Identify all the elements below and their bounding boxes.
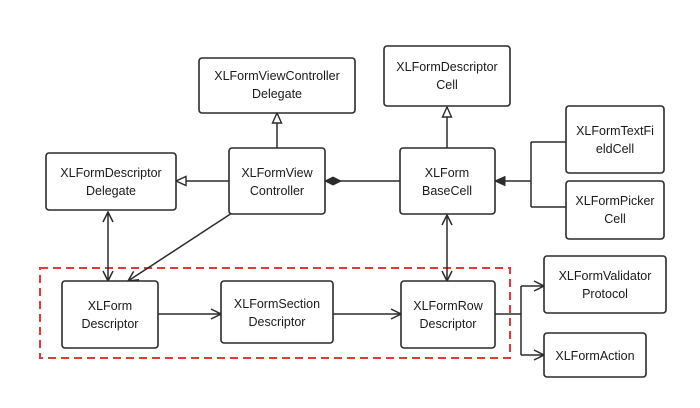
node-label-line: Descriptor xyxy=(420,317,477,331)
node-label-line: XLFormValidator xyxy=(559,269,652,283)
svg-text:XLFormAction: XLFormAction xyxy=(555,349,634,363)
node-label-line: Cell xyxy=(604,212,626,226)
node-label-line: Cell xyxy=(436,78,458,92)
node-label-line: XLFormView xyxy=(241,166,313,180)
svg-text:XLFormDescriptor: XLFormDescriptor xyxy=(82,299,139,331)
node-label-line: XLFormViewController xyxy=(214,69,340,83)
node-label-line: XLFormPicker xyxy=(575,194,654,208)
node-label-line: Delegate xyxy=(86,184,136,198)
node-label-line: XLFormDescriptor xyxy=(60,166,161,180)
node-action: XLFormAction xyxy=(543,332,647,378)
descriptor-group-border xyxy=(39,267,511,359)
node-textfield-cell: XLFormTextFi eldCell xyxy=(565,105,665,174)
node-label-line: Controller xyxy=(250,184,304,198)
node-label-line: eldCell xyxy=(596,142,634,156)
node-label-line: Descriptor xyxy=(82,317,139,331)
node-label-line: XLFormRow xyxy=(413,299,483,313)
svg-text:XLFormViewController: XLFormViewController xyxy=(241,166,313,198)
node-label-line: Descriptor xyxy=(249,315,306,329)
node-label-line: XLFormDescriptor xyxy=(396,60,497,74)
vc-to-form-descriptor-connector xyxy=(128,212,233,281)
node-label-line: XLFormTextFi xyxy=(576,124,654,138)
node-label-line: BaseCell xyxy=(422,184,472,198)
node-label-line: XLForm xyxy=(425,166,469,180)
node-label-line: XLFormAction xyxy=(555,349,634,363)
node-label-line: XLForm xyxy=(88,299,132,313)
connectors xyxy=(108,107,566,355)
node-label-line: XLFormSection xyxy=(234,297,320,311)
node-label-line: Delegate xyxy=(252,87,302,101)
node-label-line: Protocol xyxy=(582,287,628,301)
